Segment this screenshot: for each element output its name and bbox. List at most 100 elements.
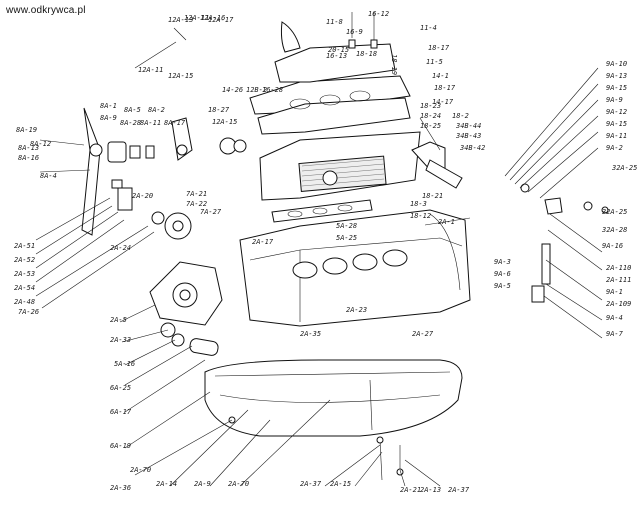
oil-filter-parts — [160, 322, 219, 356]
pulley — [111, 179, 192, 240]
timing-cover — [149, 261, 223, 326]
part-label: 9A-9 — [606, 96, 623, 104]
part-label: 2A-20 — [132, 192, 153, 200]
part-label: 5A-25 — [336, 234, 357, 242]
part-label: 18-12 — [410, 212, 431, 220]
part-label: 2A-70 — [228, 480, 249, 488]
part-label: 9A-16 — [602, 242, 623, 250]
part-label: 8A-2 — [148, 106, 165, 114]
part-label: 2A-37 — [448, 486, 470, 494]
part-label: 2A-13 — [420, 486, 441, 494]
part-label: 18-23 — [420, 102, 441, 110]
part-label: 9A-5 — [494, 282, 511, 290]
part-label: 2A-9 — [194, 480, 211, 488]
part-label: 18-24 — [420, 112, 441, 120]
part-label: 8A-1 — [100, 102, 117, 110]
oil-pan — [204, 359, 463, 437]
valve-cover — [274, 21, 396, 83]
part-label: 16-9 — [346, 28, 363, 36]
spark-plugs — [348, 12, 378, 49]
part-label: 2A-27 — [412, 330, 434, 338]
part-label: 6A-17 — [110, 408, 132, 416]
part-label: 12A-11 — [138, 66, 163, 74]
leader-lines — [35, 27, 603, 487]
part-label: 2A-48 — [14, 298, 35, 306]
part-label: 12A-15 — [212, 118, 237, 126]
part-label: 16-28 — [262, 86, 283, 94]
part-label: 2A-111 — [606, 276, 631, 284]
part-label: 9A-3 — [494, 258, 511, 266]
fuel-pump — [520, 183, 609, 303]
part-label: 14-17 — [432, 98, 454, 106]
thermostat-housing — [219, 137, 463, 189]
part-label: 9A-7 — [606, 330, 624, 338]
part-label: 2A-109 — [606, 300, 631, 308]
manifold-gasket — [271, 199, 373, 223]
part-label: 2A-5 — [110, 316, 127, 324]
part-label: 34B-44 — [455, 122, 481, 130]
part-label: 9A-4 — [606, 314, 623, 322]
part-label: 18-17 — [428, 44, 450, 52]
part-label: 32A-25 — [601, 208, 627, 216]
part-label: 9A-1 — [606, 288, 623, 296]
part-label: 18-25 — [420, 122, 441, 130]
part-label: 2A-51 — [14, 242, 35, 250]
part-label: 11-5 — [426, 58, 443, 66]
part-label: 5A-28 — [336, 222, 357, 230]
part-label: 2A-54 — [14, 284, 35, 292]
part-label: 8A-16 — [18, 154, 39, 162]
cylinder-head — [259, 131, 421, 201]
part-label: 2A-21 — [400, 486, 421, 494]
part-label: 20-15 — [328, 46, 349, 54]
part-label: 9A-11 — [606, 132, 627, 140]
part-label: 18-17 — [434, 84, 456, 92]
part-label: 16-13 — [326, 52, 347, 60]
part-label: 12B-2 — [246, 86, 267, 94]
water-pump — [107, 117, 193, 163]
part-label: 2A-15 — [330, 480, 351, 488]
part-label: 18-19 — [390, 54, 398, 75]
watermark: www.odkrywca.pl — [6, 5, 86, 16]
part-label: 2A-37 — [300, 480, 322, 488]
part-label: 9A-12 — [606, 108, 627, 116]
part-label: 9A-10 — [606, 60, 627, 68]
part-label: 8A-19 — [16, 126, 37, 134]
part-label: 2A-110 — [606, 264, 631, 272]
engine-block — [239, 209, 471, 327]
part-label: 12A-17 — [208, 16, 234, 24]
part-label: 7A-22 — [186, 200, 207, 208]
part-label: 18-3 — [410, 200, 427, 208]
part-label: 8A-12 — [30, 140, 51, 148]
part-label: 8A-11 — [140, 119, 161, 127]
part-label: 8A-17 — [164, 119, 186, 127]
part-label: 2A-24 — [110, 244, 131, 252]
part-label: 18-18 — [356, 50, 377, 58]
part-label: 5A-16 — [114, 360, 135, 368]
part-label: 32A-28 — [601, 226, 627, 234]
part-label: 8A-5 — [124, 106, 141, 114]
part-label: 9A-2 — [606, 144, 623, 152]
part-label: 12A-16 — [200, 14, 225, 22]
part-label: 2A-70 — [130, 466, 151, 474]
part-label: 2A-35 — [300, 330, 321, 338]
part-label: 2A-14 — [156, 480, 177, 488]
part-label: 11-8 — [326, 18, 343, 26]
part-label: 12A-11 — [184, 14, 209, 22]
part-label: 12A-15 — [168, 72, 193, 80]
part-label: 14-1 — [432, 72, 449, 80]
part-label: 16-12 — [368, 10, 389, 18]
part-label: 6A-19 — [110, 442, 131, 450]
part-label: 8A-4 — [40, 172, 57, 180]
part-label: 9A-6 — [494, 270, 511, 278]
part-label: 7A-21 — [186, 190, 207, 198]
part-label: 2A-36 — [110, 484, 131, 492]
part-label: 7A-26 — [18, 308, 39, 316]
part-label: 34B-43 — [455, 132, 481, 140]
part-label: 9A-15 — [606, 120, 627, 128]
part-label: 18-27 — [208, 106, 230, 114]
part-label: 9A-13 — [606, 72, 627, 80]
part-label: 12A-13 — [168, 16, 193, 24]
part-label: 11-4 — [420, 24, 437, 32]
